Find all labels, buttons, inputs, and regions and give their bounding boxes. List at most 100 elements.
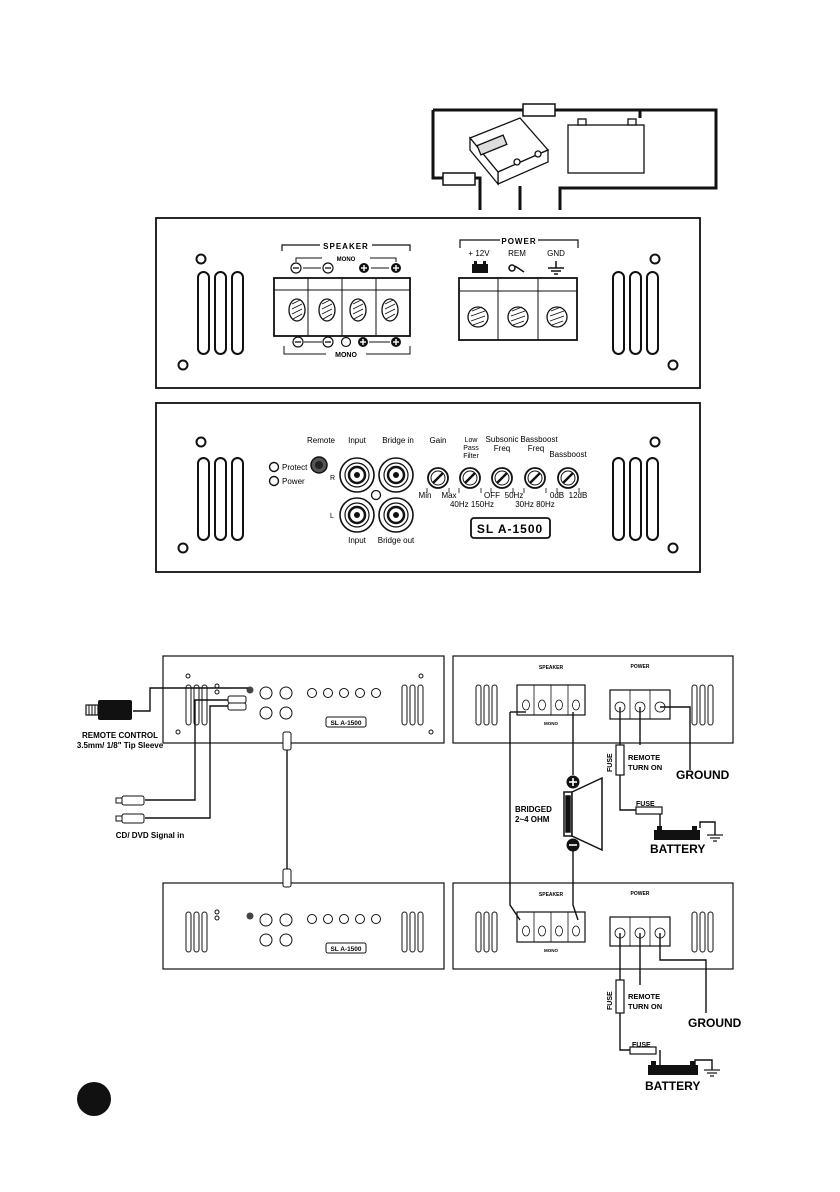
protect-led <box>268 461 280 473</box>
remote-turn-on-2b: TURN ON <box>628 1002 662 1011</box>
speaker-screw-terminals <box>288 298 399 322</box>
battery-2: BATTERY <box>645 1079 700 1093</box>
remote-control-spec: 3.5mm/ 1/8" Tip Sleeve <box>77 741 164 750</box>
mono-bottom-label: MONO <box>335 352 357 359</box>
bassfreq-range-label: 30Hz 80Hz <box>515 500 555 509</box>
fuse-vertical-1 <box>615 744 625 776</box>
rem-label: REM <box>508 249 526 258</box>
fuse-top <box>522 103 556 117</box>
subsonic-50-label: 50Hz <box>505 491 524 500</box>
ground-2: GROUND <box>688 1016 742 1030</box>
gain-label: Gain <box>430 436 447 445</box>
gain-min-label: Min <box>419 491 432 500</box>
mini-front-panel-2: SL A-1500 <box>162 882 445 970</box>
bridge-out-label: Bridge out <box>378 536 415 545</box>
remote-key-icon <box>508 264 525 273</box>
subsonic-label-1: Subsonic <box>486 435 519 444</box>
mini-rear-panel-1: SPEAKER MONO POWER <box>452 655 734 744</box>
rca-jacks <box>339 457 414 533</box>
rca-input-l[interactable] <box>339 497 375 533</box>
fuse-h2-label: FUSE <box>632 1042 651 1049</box>
fuse-v1-label: FUSE <box>607 753 614 772</box>
model-name: SL A-1500 <box>477 522 543 536</box>
power-led <box>268 475 280 487</box>
wiring-lines <box>133 687 716 1070</box>
bassfreq-label-1: Bassboost <box>520 435 558 444</box>
plus12-label: + 12V <box>468 249 490 258</box>
input-top-label: Input <box>348 436 367 445</box>
amp-front-panel <box>155 402 701 573</box>
power-label: Power <box>282 477 305 486</box>
mini-model-1: SL A-1500 <box>330 720 361 727</box>
car-battery-icon <box>567 118 645 174</box>
cd-dvd-label: CD/ DVD Signal in <box>116 831 185 840</box>
model-badge <box>470 517 551 539</box>
amp-rear-panel <box>155 217 701 389</box>
mini-mono-2: MONO <box>544 948 558 953</box>
rear-left-vents <box>177 253 244 371</box>
mini-speaker-2: SPEAKER <box>539 892 564 898</box>
remote-control-label: REMOTE CONTROL <box>82 731 158 740</box>
gain-knob[interactable] <box>427 467 449 489</box>
ground-symbol-icon <box>707 834 723 842</box>
fuse-horizontal-2 <box>629 1046 657 1055</box>
rca-bridge-out[interactable] <box>378 497 414 533</box>
remote-turn-on-2: REMOTE <box>628 992 660 1001</box>
power-title: POWER <box>501 237 536 246</box>
lpf-knob[interactable] <box>459 467 481 489</box>
front-right-vents <box>612 436 679 554</box>
ground-1: GROUND <box>676 768 730 782</box>
ground-symbol-icon <box>548 261 564 275</box>
front-left-vents <box>177 436 244 554</box>
rca-plugs-icon <box>115 695 292 888</box>
lpf-label-1: Low <box>465 437 479 444</box>
bridge-in-label: Bridge in <box>382 436 414 445</box>
rca-bridge-in[interactable] <box>378 457 414 493</box>
subsonic-label-2: Freq <box>494 444 510 453</box>
subsonic-knob[interactable] <box>491 467 513 489</box>
fuse-top-left <box>442 172 476 186</box>
lpf-label-3: Filter <box>463 453 479 460</box>
remote-label: Remote <box>307 436 336 445</box>
remote-turn-on-1b: TURN ON <box>628 763 662 772</box>
bassboost-knob[interactable] <box>557 467 579 489</box>
gain-max-label: Max <box>441 491 456 500</box>
bassboost-0-label: 0dB <box>550 491 564 500</box>
mini-power-2: POWER <box>631 891 650 897</box>
speaker-title: SPEAKER <box>323 242 369 251</box>
power-terminal-block: POWER + 12V REM GND <box>458 237 579 341</box>
mini-rear-panel-2: SPEAKER MONO POWER <box>452 882 734 970</box>
battery-icon-1 <box>654 826 700 840</box>
speaker-icon <box>563 776 603 852</box>
mono-top-label: MONO <box>337 257 356 263</box>
mini-mono-1: MONO <box>544 721 558 726</box>
speaker-terminal-block: SPEAKER MONO <box>273 242 411 359</box>
bassboost-label: Bassboost <box>549 450 587 459</box>
ground-symbol-icon <box>704 1069 720 1077</box>
bassfreq-label-2: Freq <box>528 444 544 453</box>
bridged-ohm-label: 2~4 OHM <box>515 815 550 824</box>
remote-turn-on-1: REMOTE <box>628 753 660 762</box>
battery-icon-2 <box>648 1061 698 1075</box>
bassboost-12-label: 12dB <box>569 491 588 500</box>
lpf-range-label: 40Hz 150Hz <box>450 500 494 509</box>
battery-symbol-icon <box>472 261 488 273</box>
protect-label: Protect <box>282 463 308 472</box>
remote-control-plug-icon <box>85 700 132 720</box>
battery-1: BATTERY <box>650 842 705 856</box>
fuse-horizontal-1 <box>635 806 663 815</box>
lpf-label-2: Pass <box>463 445 479 452</box>
gnd-label: GND <box>547 249 565 258</box>
subsonic-off-label: OFF <box>484 491 500 500</box>
rear-right-vents <box>612 253 679 371</box>
rca-input-r[interactable] <box>339 457 375 493</box>
mini-model-2: SL A-1500 <box>330 946 361 953</box>
bridged-label: BRIDGED <box>515 805 552 814</box>
fuse-h1-label: FUSE <box>636 801 655 808</box>
head-unit-icon <box>468 117 550 186</box>
page-marker <box>77 1082 111 1116</box>
fuse-vertical-2 <box>615 979 625 1014</box>
bassboost-freq-knob[interactable] <box>524 467 546 489</box>
mini-speaker-1: SPEAKER <box>539 665 564 671</box>
